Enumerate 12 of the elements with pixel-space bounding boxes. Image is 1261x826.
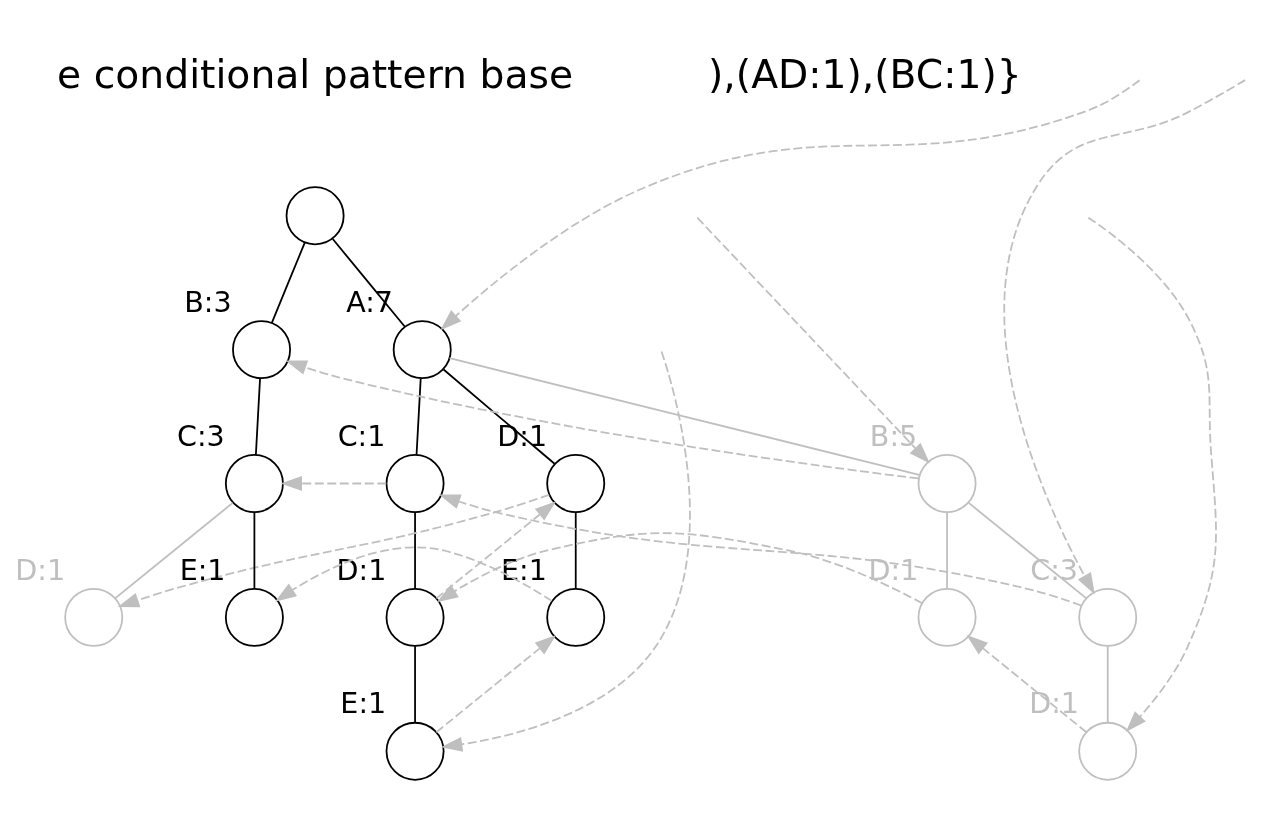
node-label: D:1 bbox=[1029, 686, 1080, 721]
label: ),(AD:1),(BC:1)} bbox=[708, 52, 1022, 98]
node-label: D:1 bbox=[15, 552, 66, 587]
node-label: B:5 bbox=[869, 418, 918, 453]
node-label: C:1 bbox=[337, 418, 386, 453]
node-label: E:1 bbox=[179, 552, 226, 587]
node-label: C:3 bbox=[176, 418, 225, 453]
node-label: E:1 bbox=[501, 552, 547, 587]
node-label: B:3 bbox=[184, 284, 232, 319]
label: e conditional pattern base bbox=[57, 52, 574, 98]
node-label: E:1 bbox=[340, 686, 387, 721]
node-label: D:1 bbox=[336, 552, 387, 587]
